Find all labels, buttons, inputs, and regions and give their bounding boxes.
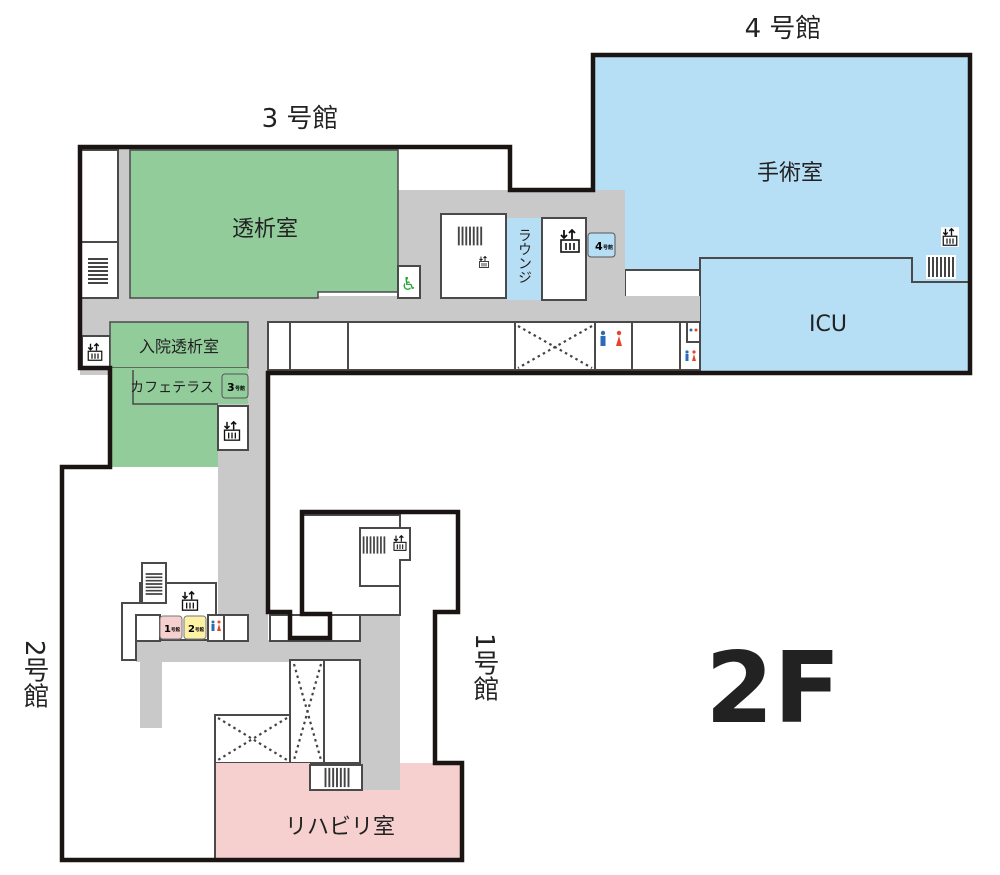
inpatient-dialysis-room[interactable] [109, 321, 249, 369]
svg-text:号館: 号館 [195, 626, 204, 633]
building-2-badge: 2 号館 [183, 615, 207, 640]
restroom-icon [685, 321, 701, 361]
building-4-badge: 4 号館 [587, 232, 616, 258]
lounge[interactable] [507, 218, 541, 300]
elevator-icon [222, 419, 242, 443]
dialysis-room[interactable] [129, 149, 399, 299]
icu-label: ICU [809, 312, 847, 337]
building-1-badge: 1 号館 [159, 615, 183, 640]
svg-text:1: 1 [164, 624, 171, 635]
svg-text:2: 2 [188, 624, 195, 635]
void-area [292, 663, 323, 761]
building-3-label: 3 号館 [262, 104, 339, 134]
svg-text:号館: 号館 [603, 244, 613, 251]
building-1-2: 1 号館 2 号館 リハビリ室 [121, 514, 462, 860]
elevator-icon [558, 226, 582, 256]
elevator-icon [86, 341, 104, 363]
elevator-icon [478, 254, 490, 270]
inpatient-dialysis-label: 入院透析室 [139, 337, 219, 356]
stairs-icon [926, 254, 956, 280]
stairs-icon [456, 223, 484, 249]
cafe-terrace[interactable] [110, 368, 248, 467]
building-1-label: 1号館 [469, 633, 499, 702]
floor-indicator: 2F [705, 632, 840, 746]
svg-text:3: 3 [227, 381, 235, 394]
restroom-icon [600, 330, 622, 346]
stairs-icon [361, 533, 387, 557]
stairs-icon [144, 570, 164, 598]
rehabilitation-room[interactable] [215, 763, 462, 860]
stairs-icon [84, 256, 112, 286]
rehabilitation-room-label: リハビリ室 [285, 815, 395, 840]
void-area [517, 325, 593, 369]
accessible-toilet-icon: ♿ [401, 274, 417, 295]
svg-text:号館: 号館 [235, 385, 245, 392]
room [624, 269, 701, 299]
svg-text:号館: 号館 [171, 626, 180, 633]
building-3-badge: 3 号館 [221, 373, 249, 399]
lounge-label: ラウンジ [516, 228, 532, 284]
elevator-icon [941, 226, 959, 248]
elevator-icon [392, 533, 408, 553]
void-area [217, 717, 288, 761]
svg-text:4: 4 [595, 240, 603, 253]
building-2-label: 2号館 [19, 640, 49, 709]
operating-room-label: 手術室 [757, 161, 823, 186]
building-outline [59, 52, 973, 863]
building-4: 手術室 ICU [595, 57, 968, 371]
building-3: 透析室 ♿ ラウンジ 4 号館 入院透析室 [79, 147, 701, 615]
cafe-terrace-label: カフェテラス [130, 380, 214, 396]
elevator-icon [180, 589, 200, 613]
dialysis-room-label: 透析室 [232, 217, 298, 242]
restroom-icon [207, 614, 225, 642]
building-4-label: 4 号館 [745, 14, 822, 44]
stairs-icon [322, 766, 352, 789]
